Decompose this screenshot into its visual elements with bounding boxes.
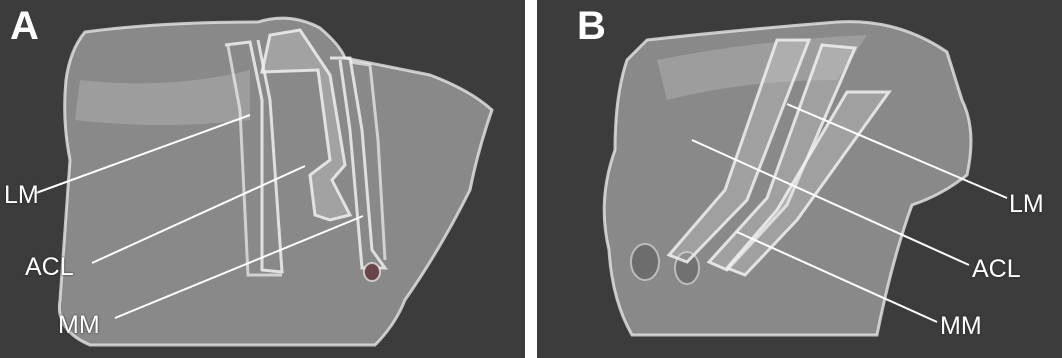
- panel-letter-a: A: [10, 6, 39, 46]
- label-mm-b: MM: [940, 314, 982, 339]
- label-acl-b: ACL: [972, 257, 1021, 282]
- label-lm-a: LM: [4, 183, 39, 208]
- tibia-model-a: [0, 0, 525, 358]
- exit-mark-a: [364, 263, 380, 281]
- panel-b: B LM ACL MM: [537, 0, 1062, 358]
- panel-letter-b: B: [577, 6, 606, 46]
- tibia-model-b: [537, 0, 1062, 358]
- label-mm-a: MM: [58, 313, 100, 338]
- label-acl-a: ACL: [25, 255, 74, 280]
- label-lm-b: LM: [1009, 192, 1044, 217]
- panel-a: A LM ACL MM: [0, 0, 525, 358]
- hole-b-1: [631, 244, 659, 280]
